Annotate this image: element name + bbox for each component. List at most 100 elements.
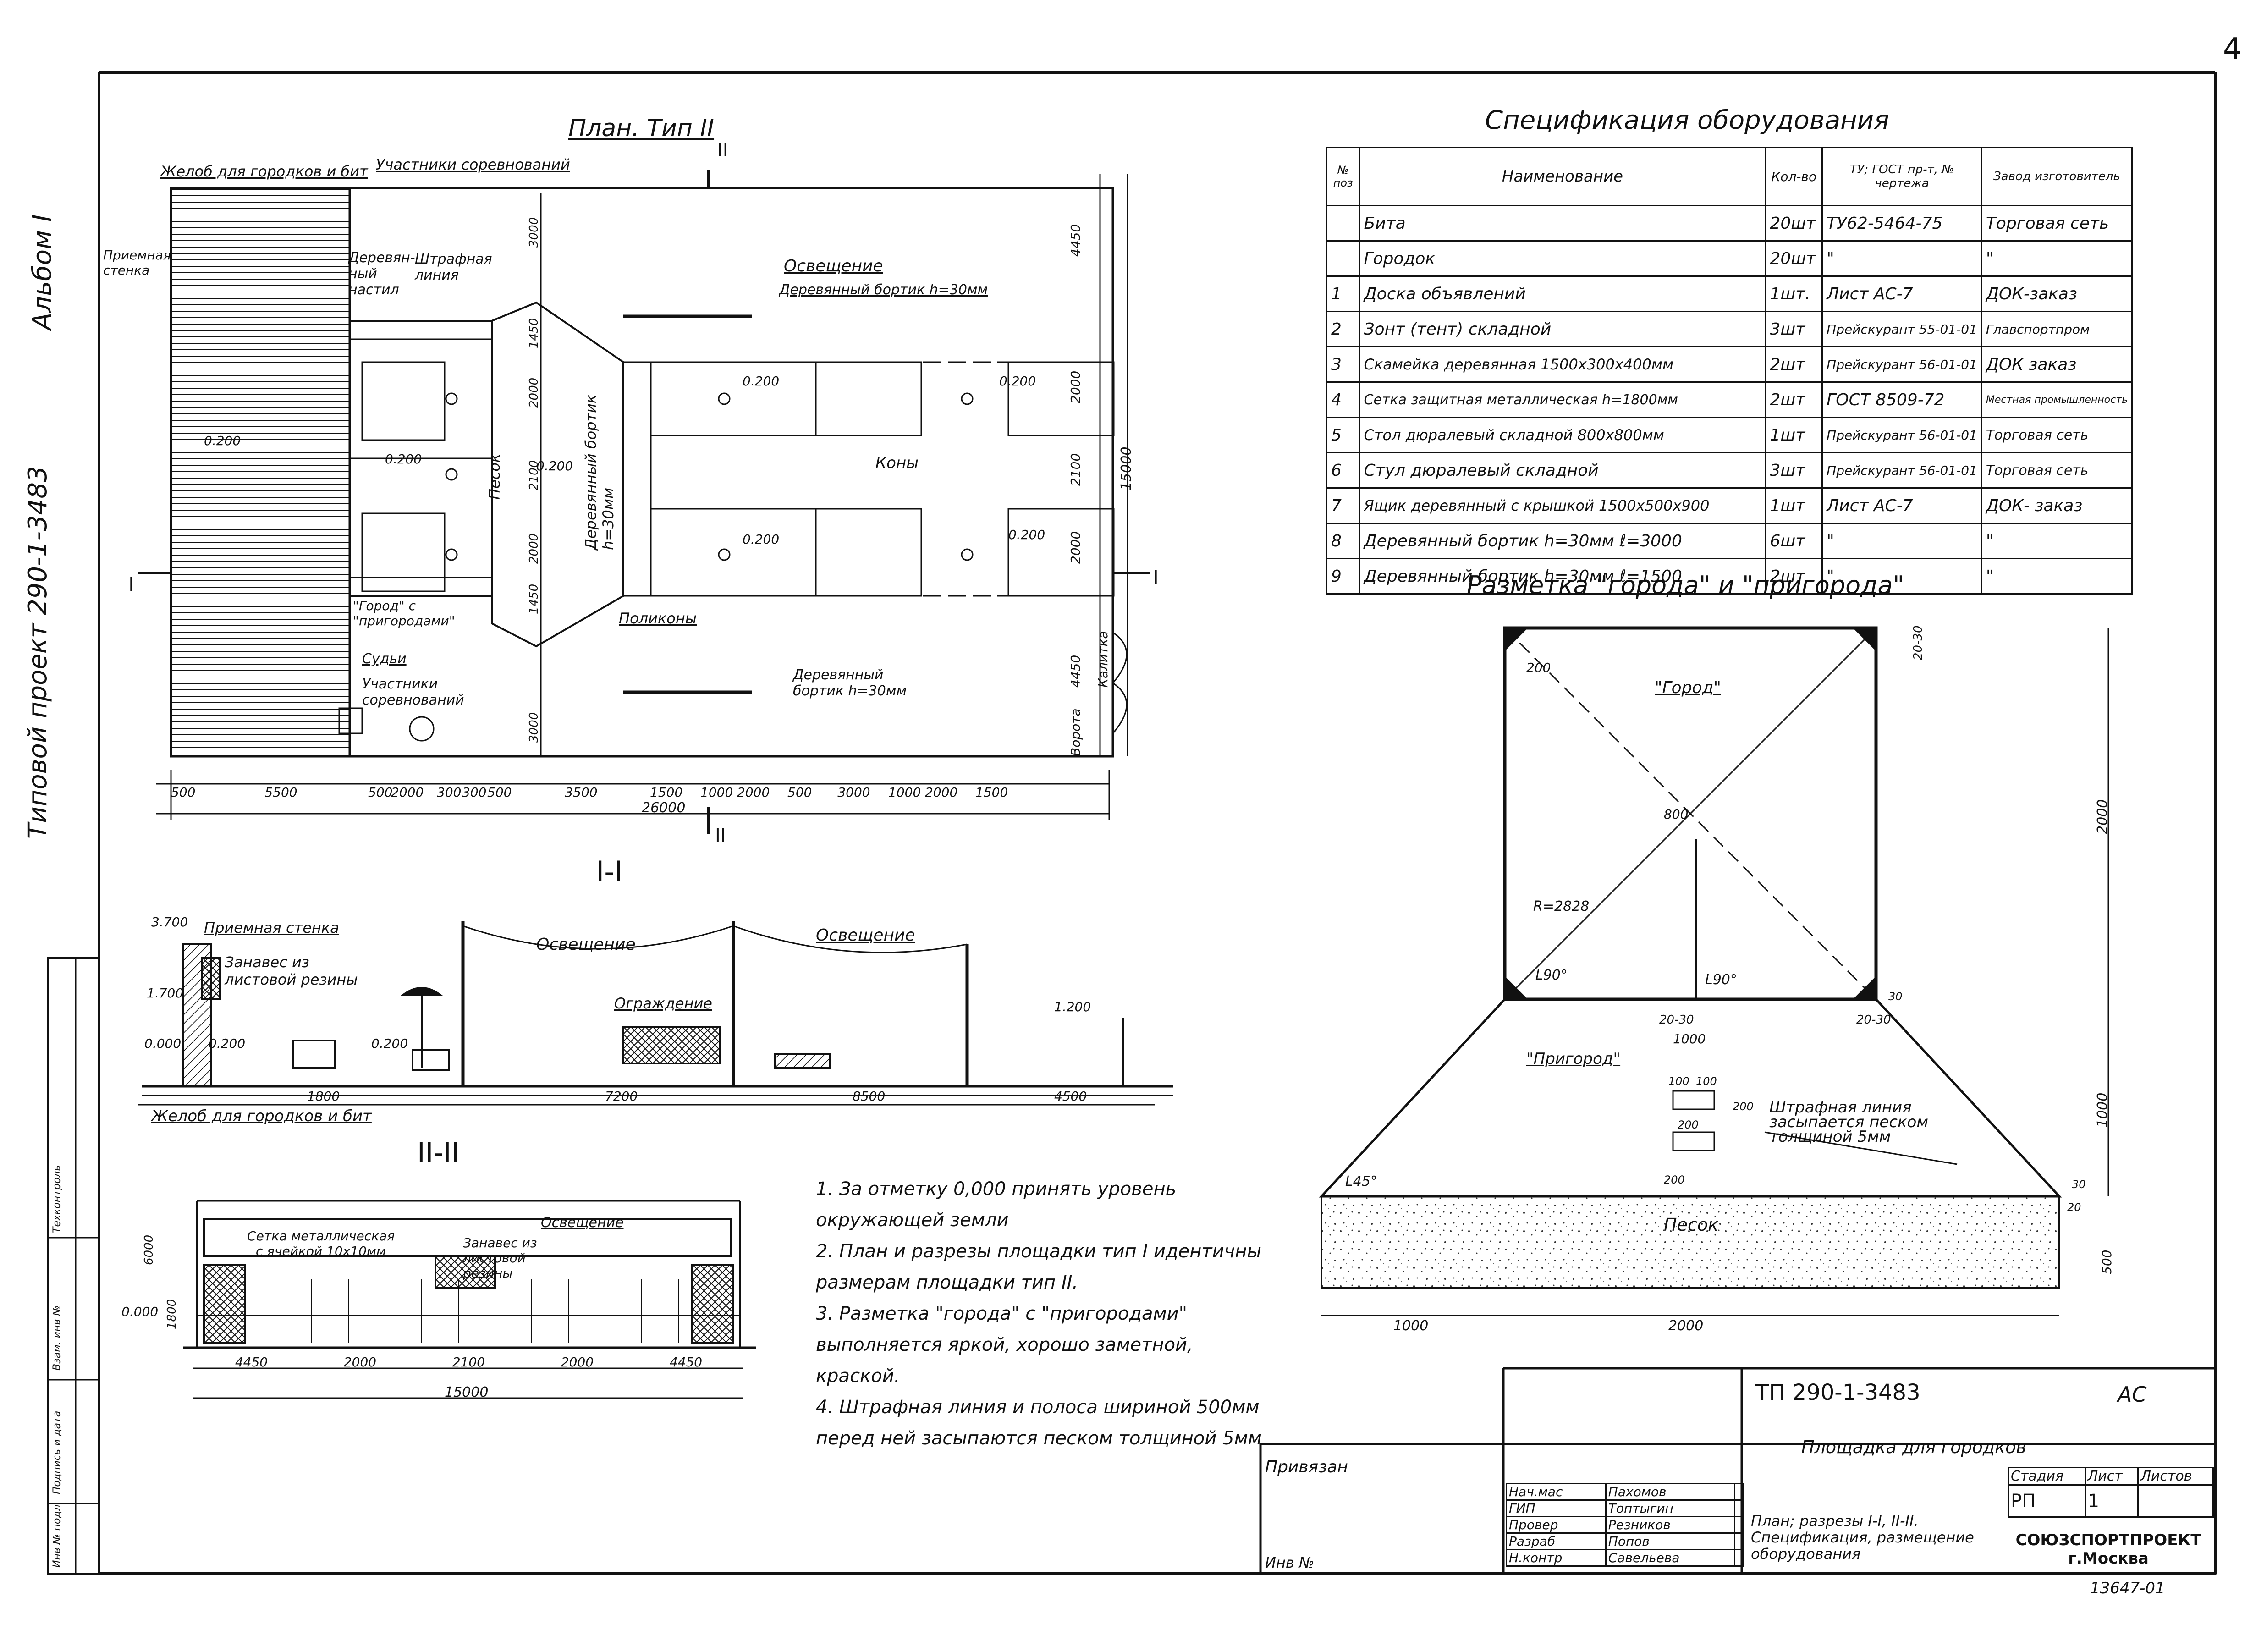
stamp-org: СОЮЗСПОРТПРОЕКТ г.Москва xyxy=(2015,1531,2201,1568)
cell: Стол дюралевый складной 800х800мм xyxy=(1359,417,1766,453)
cell: ДОК- заказ xyxy=(1981,487,2133,524)
person: Пахомов xyxy=(1605,1483,1736,1501)
general-notes: 1. За отметку 0,000 принять уровень окру… xyxy=(816,1173,1265,1454)
s1-level-1: 1.700 xyxy=(147,986,184,1001)
plan-dim-right-total: 15000 xyxy=(1118,446,1134,490)
cell: Прейскурант 55-01-01 xyxy=(1821,311,1982,347)
cell: 5 xyxy=(1326,417,1360,453)
role: Провер xyxy=(1506,1516,1607,1534)
plan-dim-left-2: 2000 xyxy=(527,377,541,408)
spec-h-maker: Завод изготовитель xyxy=(1981,147,2133,206)
sheets-header: Листов xyxy=(2137,1467,2214,1486)
label-gutter: Желоб для городков и бит xyxy=(160,163,368,180)
s2-level-0: 0.000 xyxy=(121,1304,159,1319)
cell: 2шт xyxy=(1765,381,1823,418)
s1-label-lighting-1: Освещение xyxy=(536,935,636,954)
cell: ДОК заказ xyxy=(1981,346,2133,383)
note-2: 2. План и разрезы площадки тип I идентич… xyxy=(816,1241,1262,1293)
s1-level-3: 0.200 xyxy=(209,1036,246,1051)
stage-header: Стадия xyxy=(2008,1467,2086,1486)
markup-dim-tol-1: 20-30 xyxy=(1911,625,1925,660)
dim: 4450 xyxy=(235,1355,268,1370)
markup-dim-1000-right: 1000 xyxy=(2095,1092,2111,1128)
cell: 7 xyxy=(1326,487,1360,524)
cell: " xyxy=(1981,523,2133,559)
s1-dim-0: 1800 xyxy=(307,1089,340,1104)
label-receiving-wall: Приемная стенка xyxy=(103,248,171,278)
label-curb-top: Деревянный бортик h=30мм xyxy=(779,282,988,298)
s1-level-0: 3.700 xyxy=(151,914,188,930)
markup-dim-500: 500 xyxy=(2099,1250,2114,1274)
cell: Торговая сеть xyxy=(1981,452,2133,489)
markup-dim-20: 20 xyxy=(2067,1201,2081,1214)
markup-dim-30-a: 30 xyxy=(1888,990,1903,1003)
dim: 1000 xyxy=(700,785,733,800)
section-mark-I-right: I xyxy=(1153,566,1159,589)
s1-dim-1: 7200 xyxy=(605,1089,638,1104)
cell: 1шт xyxy=(1765,417,1823,453)
markup-dim-radius: R=2828 xyxy=(1533,898,1590,914)
side-label-replace: Взам. инв № xyxy=(51,1305,63,1371)
cell: 4 xyxy=(1326,381,1360,418)
cell: ТУ62-5464-75 xyxy=(1821,205,1982,242)
cell: Стул дюралевый складной xyxy=(1359,452,1766,489)
markup-penalty: Штрафная линия засыпается песком толщино… xyxy=(1769,1098,1929,1146)
spec-title: Спецификация оборудования xyxy=(1485,105,1889,135)
spec-h-gost: ТУ; ГОСТ пр-т, № чертежа xyxy=(1821,147,1982,206)
section-2-title: II-II xyxy=(417,1137,460,1169)
cell: " xyxy=(1981,558,2133,595)
cell: 9 xyxy=(1326,558,1360,595)
stamp-sheet-title: План; разрезы I-I, II-II. Спецификация, … xyxy=(1751,1512,1974,1563)
cell: Сетка защитная металлическая h=1800мм xyxy=(1359,381,1766,418)
markup-dim-200-b: 200 xyxy=(1733,1100,1754,1113)
cell: Лист АС-7 xyxy=(1821,275,1982,312)
dim: 4450 xyxy=(669,1355,703,1370)
stamp-bound: Привязан xyxy=(1265,1458,1348,1476)
signature xyxy=(1734,1516,1744,1534)
markup-title: Разметка "города" и "пригорода" xyxy=(1467,571,1904,600)
markup-dim-800: 800 xyxy=(1664,807,1689,822)
cell: 6 xyxy=(1326,452,1360,489)
cell: ГОСТ 8509-72 xyxy=(1821,381,1982,418)
markup-dim-100-b: 100 xyxy=(1696,1075,1717,1088)
label-cones: Коны xyxy=(875,454,919,472)
sheet-value: 1 xyxy=(2084,1484,2139,1518)
stamp-object: Площадка для городков xyxy=(1801,1437,2026,1457)
cell: Ящик деревянный с крышкой 1500х500х900 xyxy=(1359,487,1766,524)
s1-level-4: 0.200 xyxy=(371,1036,408,1051)
cell: 20шт xyxy=(1765,240,1823,277)
note-1: 1. За отметку 0,000 принять уровень окру… xyxy=(816,1178,1177,1231)
cell: 6шт xyxy=(1765,523,1823,559)
dim: 2000 xyxy=(737,785,770,800)
cell: 3шт xyxy=(1765,311,1823,347)
dim: 1500 xyxy=(975,785,1008,800)
plan-total-dim: 26000 xyxy=(642,800,686,816)
dim: 1500 xyxy=(650,785,683,800)
person: Топтыгин xyxy=(1605,1499,1736,1517)
label-wooden-floor: Деревян-ный настил xyxy=(348,250,415,298)
label-mark-0200-e: 0.200 xyxy=(743,532,780,547)
s1-label-receiving-wall: Приемная стенка xyxy=(204,919,339,936)
project-label: Типовой проект 290-1-3483 xyxy=(23,466,53,839)
plan-dim-right-4: 4450 xyxy=(1068,655,1083,688)
cell: " xyxy=(1981,240,2133,277)
cell: " xyxy=(1821,523,1982,559)
plan-dim-right-3: 2000 xyxy=(1068,531,1083,564)
markup-dim-200-a: 200 xyxy=(1678,1118,1699,1131)
cell: Лист АС-7 xyxy=(1821,487,1982,524)
page-number: 4 xyxy=(2223,32,2242,66)
plan-dim-left-4: 2000 xyxy=(527,533,541,564)
s1-label-lighting-2: Освещение xyxy=(816,926,915,945)
cell: 2шт xyxy=(1765,346,1823,383)
cell: 1шт. xyxy=(1765,275,1823,312)
cell: Зонт (тент) складной xyxy=(1359,311,1766,347)
sheet-frame xyxy=(47,71,2217,1575)
markup-dim-200: 200 xyxy=(1526,660,1551,675)
plan-dim-left-5: 1450 xyxy=(527,584,541,614)
label-mark-0200-c: 0.200 xyxy=(536,458,573,474)
